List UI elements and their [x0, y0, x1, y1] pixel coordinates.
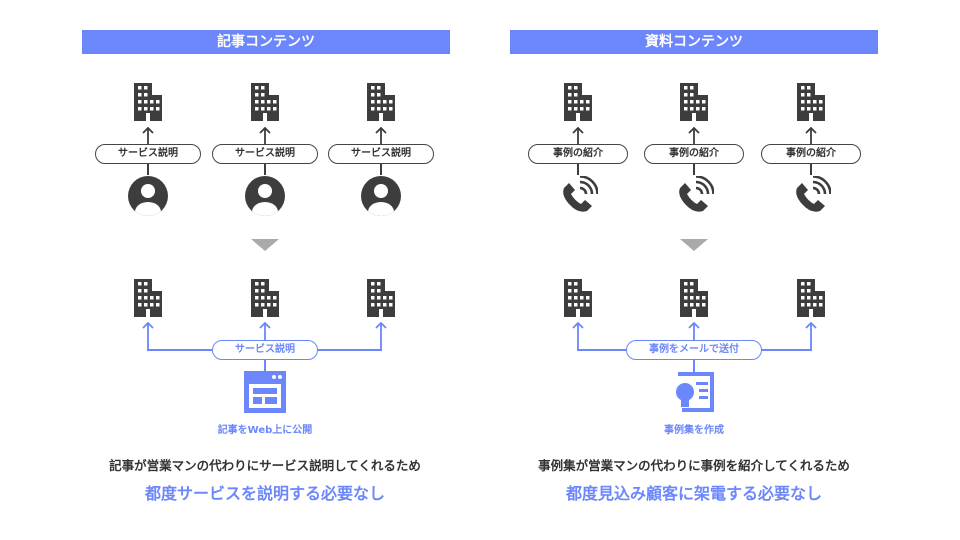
- lead-text: 事例集が営業マンの代わりに事例を紹介してくれるため: [538, 458, 850, 473]
- connector-line: [577, 164, 579, 175]
- building-icon: [247, 83, 283, 121]
- source-caption: 記事をWeb上に公開: [217, 425, 313, 436]
- arrow-up-icon: [805, 126, 817, 145]
- arrow-up-icon: [572, 126, 584, 145]
- down-triangle-icon: [251, 239, 279, 251]
- arrow-up-icon: [375, 126, 387, 145]
- panel-header: 記事コンテンツ: [82, 30, 450, 54]
- building-icon: [363, 279, 399, 317]
- arrow-up-icon: [142, 126, 154, 145]
- phone-call-icon: [791, 175, 832, 220]
- label-pill: サービス説明: [328, 144, 434, 164]
- building-icon: [793, 279, 829, 317]
- connector-line: [810, 164, 812, 175]
- phone-call-icon: [558, 175, 599, 220]
- connector-line: [693, 350, 695, 372]
- label-pill: サービス説明: [212, 144, 318, 164]
- building-icon: [130, 279, 166, 317]
- arrow-up-icon: [688, 126, 700, 145]
- down-triangle-icon: [680, 239, 708, 251]
- building-icon: [560, 279, 596, 317]
- source-caption: 事例集を作成: [664, 425, 724, 436]
- connector-line: [264, 350, 266, 372]
- label-pill: 事例をメールで送付: [626, 340, 762, 360]
- phone-call-icon: [674, 175, 715, 220]
- arrow-up-icon: [142, 321, 154, 351]
- building-icon: [247, 279, 283, 317]
- arrow-up-icon: [572, 321, 584, 351]
- user-avatar-icon: [128, 176, 168, 220]
- label-pill: サービス説明: [95, 144, 201, 164]
- lead-text: 記事が営業マンの代わりにサービス説明してくれるため: [109, 458, 421, 473]
- building-icon: [793, 83, 829, 121]
- user-avatar-icon: [361, 176, 401, 220]
- connector-line: [380, 164, 382, 175]
- arrow-up-icon: [375, 321, 387, 351]
- building-icon: [676, 279, 712, 317]
- case-study-document-icon: [672, 370, 716, 418]
- connector-line: [264, 164, 266, 175]
- connector-line: [147, 164, 149, 175]
- web-page-icon: [243, 370, 287, 418]
- label-pill: 事例の紹介: [528, 144, 628, 164]
- panel-header: 資料コンテンツ: [510, 30, 878, 54]
- label-pill: サービス説明: [212, 340, 318, 360]
- building-icon: [363, 83, 399, 121]
- label-pill: 事例の紹介: [644, 144, 744, 164]
- arrow-up-icon: [805, 321, 817, 351]
- building-icon: [676, 83, 712, 121]
- label-pill: 事例の紹介: [761, 144, 861, 164]
- user-avatar-icon: [245, 176, 285, 220]
- arrow-up-icon: [259, 126, 271, 145]
- emphasis-text: 都度サービスを説明する必要なし: [144, 484, 385, 503]
- emphasis-text: 都度見込み顧客に架電する必要なし: [565, 484, 822, 503]
- connector-line: [693, 164, 695, 175]
- building-icon: [130, 83, 166, 121]
- building-icon: [560, 83, 596, 121]
